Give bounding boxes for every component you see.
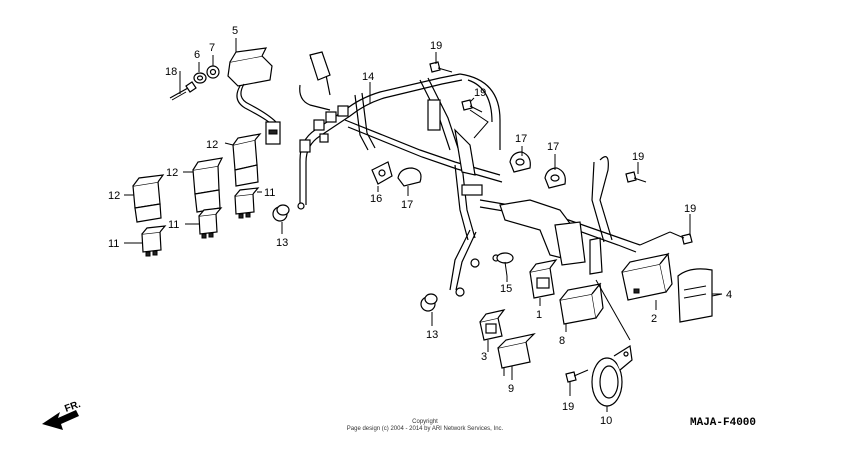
callout-15: 15 [500,283,512,295]
callout-1: 1 [536,309,542,321]
grommet-7[interactable] [206,65,220,79]
callout-2: 2 [651,313,657,325]
callout-17-a: 17 [401,199,413,211]
relay-11-c[interactable] [141,225,167,257]
callout-3: 3 [481,351,487,363]
collar-6[interactable] [193,72,207,84]
clamp-17-b[interactable] [509,151,531,173]
bolt-18[interactable] [169,81,197,101]
callout-11-c: 11 [108,238,119,250]
control-unit-2[interactable] [621,252,673,301]
callout-16: 16 [370,193,382,205]
screw-15[interactable] [496,252,514,277]
diagram-code: MAJA-F4000 [690,417,757,429]
callout-12-c: 12 [108,190,120,202]
relay-12-b[interactable] [192,157,224,213]
callout-8: 8 [559,335,565,347]
relay-11-b[interactable] [198,207,223,239]
bolt-19-a[interactable] [429,61,453,73]
relay-12-a[interactable] [232,133,262,187]
copyright-line-2: Page design (c) 2004 - 2014 by ARI Netwo… [346,426,504,432]
copyright-notice: Copyright Page design (c) 2004 - 2014 by… [300,419,550,433]
bolt-19-c[interactable] [625,171,647,183]
bolt-19-b[interactable] [461,99,483,113]
turn-signal-relay-5[interactable] [227,38,281,145]
connector-1[interactable] [529,259,558,299]
module-9[interactable] [497,332,536,376]
bolt-19-e[interactable] [565,369,589,383]
callout-12-b: 12 [166,167,178,179]
clamp-17-c[interactable] [544,167,566,189]
front-direction-label: FR. [63,399,82,415]
callout-11-b: 11 [168,219,179,231]
callout-18: 18 [165,66,177,78]
bolt-19-d[interactable] [669,231,693,245]
callout-10: 10 [600,415,612,427]
frame-bracket-14[interactable] [297,51,641,297]
callout-13-b: 13 [426,329,438,341]
clamp-17-a[interactable] [397,167,422,187]
callout-11-a: 11 [264,187,275,199]
callout-17-c: 17 [547,141,559,153]
relay-12-c[interactable] [132,174,165,223]
clamp-16[interactable] [371,161,393,185]
callout-12-a: 12 [206,139,218,151]
horn-10[interactable] [591,345,633,407]
callout-9: 9 [508,383,514,395]
relay-11-a[interactable] [234,187,260,219]
callout-17-b: 17 [515,133,527,145]
callout-14: 14 [362,71,374,83]
front-direction-arrow: FR. [42,399,82,430]
control-unit-4[interactable] [677,268,723,323]
cushion-13-a[interactable] [272,204,290,222]
callout-13-a: 13 [276,237,288,249]
callout-4: 4 [726,289,732,301]
module-8[interactable] [559,282,604,325]
callout-19-a: 19 [430,40,442,52]
callout-19-b: 19 [474,87,486,99]
copyright-line-1: Copyright [412,419,438,425]
callout-5: 5 [232,25,238,37]
callout-labels: 1 2 3 4 5 6 7 8 9 10 11 11 11 12 12 12 1… [108,25,732,427]
callout-19-e: 19 [562,401,574,413]
callout-19-d: 19 [684,203,696,215]
leader-lines [124,52,722,412]
callout-7: 7 [209,42,215,54]
callout-6: 6 [194,49,200,61]
connector-3[interactable] [479,309,506,341]
callout-19-c: 19 [632,151,644,163]
cushion-13-b[interactable] [420,293,438,312]
